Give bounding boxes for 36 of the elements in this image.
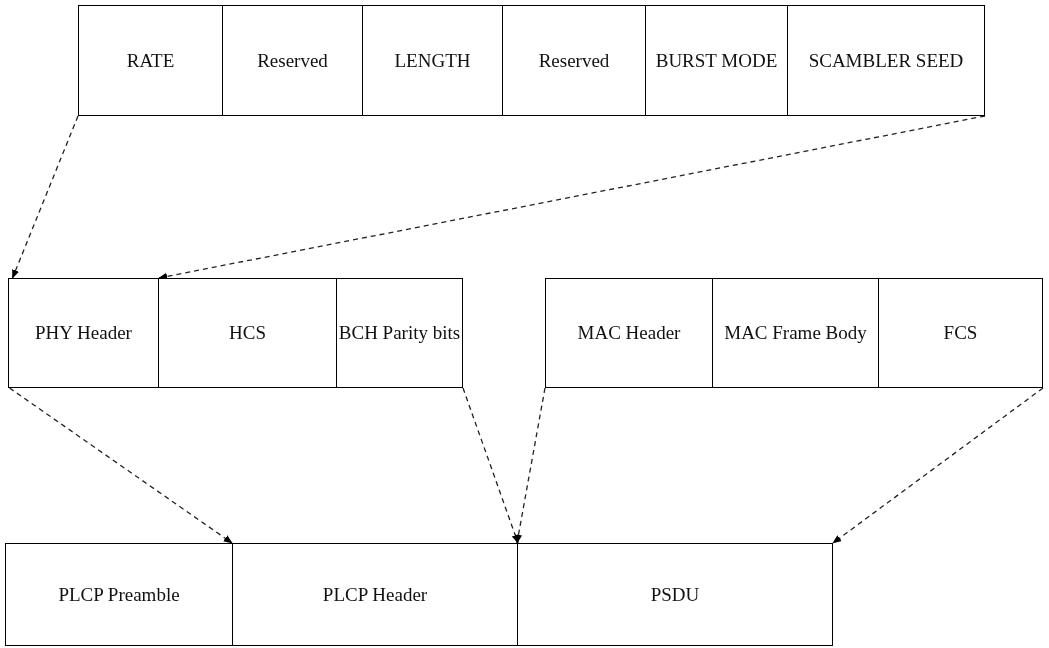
field-label: BURST MODE: [655, 48, 778, 73]
field-label: PSDU: [650, 582, 700, 607]
field-label: MAC Frame Body: [724, 321, 867, 346]
field-label: Reserved: [257, 48, 328, 73]
field-label: Reserved: [538, 48, 610, 73]
field-cell: [502, 5, 646, 116]
dashed-arrow: [8, 387, 233, 544]
field-cell: [545, 278, 713, 388]
field-label: LENGTH: [394, 48, 471, 73]
field-cell: [362, 5, 503, 116]
field-cell: [158, 278, 337, 388]
field-label: PHY Header: [35, 321, 132, 346]
dashed-arrow: [832, 387, 1044, 544]
field-cell: [222, 5, 363, 116]
field-cell: [336, 278, 463, 388]
field-cell: [232, 543, 518, 646]
field-label: PLCP Preamble: [58, 582, 180, 607]
field-label: SCAMBLER SEED: [808, 48, 964, 73]
field-cell: [712, 278, 879, 388]
field-cell: [8, 278, 159, 388]
field-cell: [878, 278, 1043, 388]
dashed-arrow: [514, 387, 546, 544]
field-label: PLCP Header: [322, 582, 428, 607]
dashed-arrow: [158, 115, 986, 280]
field-label: FCS: [943, 321, 978, 346]
dashed-arrow: [11, 115, 79, 279]
field-label: RATE: [126, 48, 175, 73]
dashed-arrow: [462, 387, 519, 544]
field-label: MAC Header: [577, 321, 681, 346]
field-cell: [645, 5, 788, 116]
field-cell: [787, 5, 985, 116]
field-cell: [78, 5, 223, 116]
field-label: HCS: [229, 321, 266, 346]
field-cell: [517, 543, 833, 646]
field-cell: [5, 543, 233, 646]
field-label: BCH Parity bits: [338, 321, 461, 346]
